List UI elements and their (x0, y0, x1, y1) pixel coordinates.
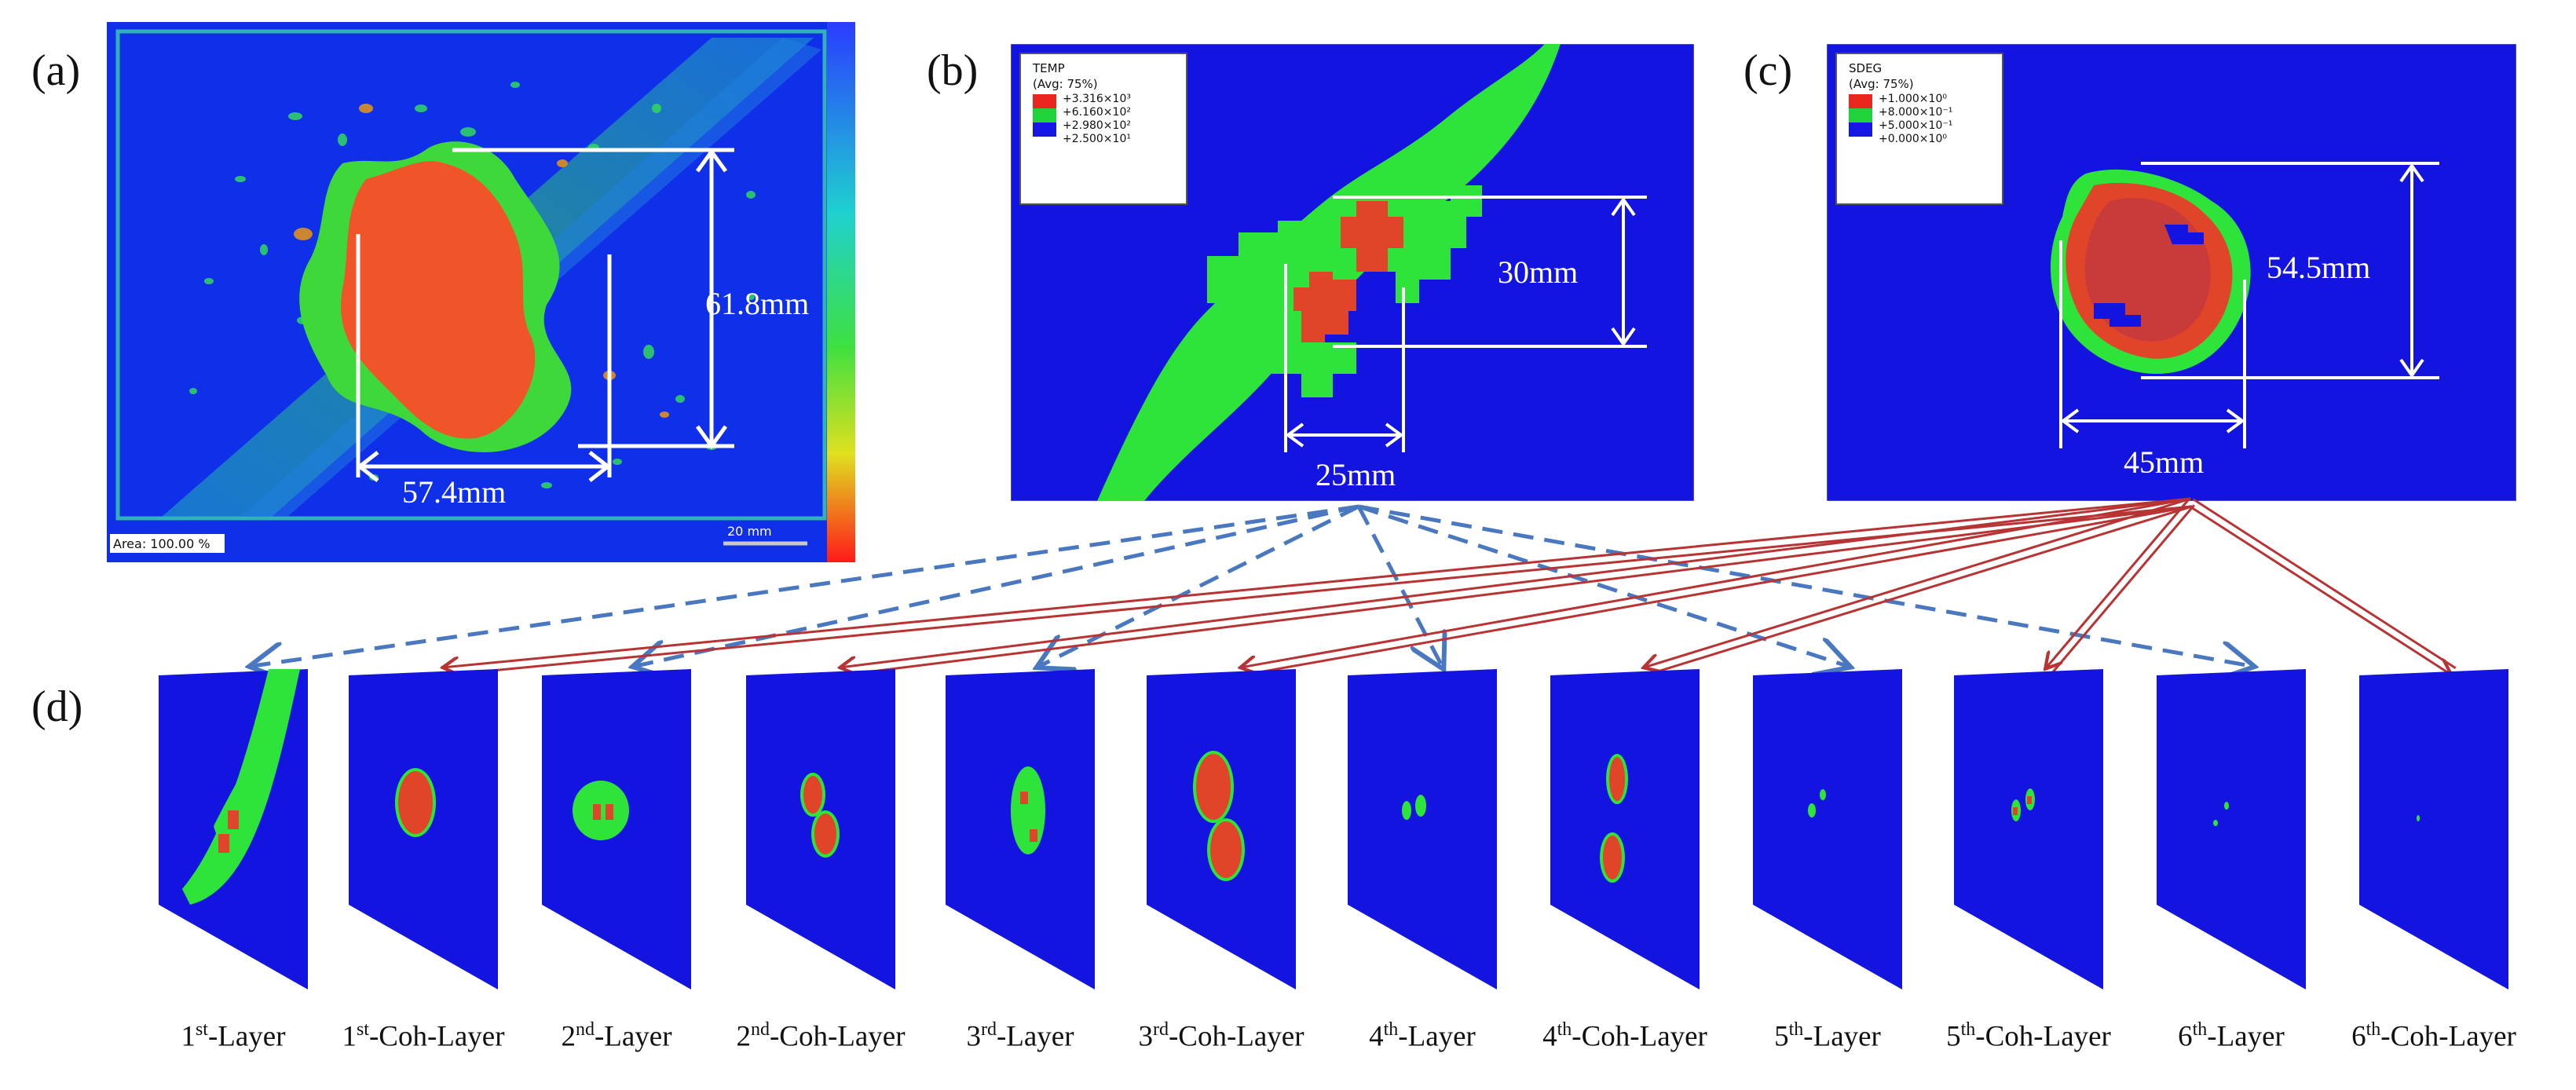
layer-panel (1550, 669, 1700, 989)
temp-arrow (253, 504, 1359, 666)
panel-c-legend-title: SDEG (1849, 61, 1882, 75)
layer-panel (542, 669, 691, 989)
layer-label: 1st-Coh-Layer (342, 1019, 505, 1053)
sdeg-arrow (2192, 498, 2457, 670)
layer-label: 2nd-Coh-Layer (736, 1019, 906, 1053)
panel-b-legend-swatch-1 (1033, 108, 1056, 123)
panel-c-legend-value-2: +5.000×10⁻¹ (1879, 119, 1952, 132)
layer-panel (746, 669, 895, 989)
panel-b-legend-value-1: +6.160×10² (1063, 106, 1131, 119)
panel-c-height-dim: 54.5mm (2267, 250, 2370, 285)
panel-label-a: (a) (31, 46, 81, 95)
panel-label-b: (b) (927, 46, 979, 95)
panel-a-height-dim: 61.8mm (705, 286, 809, 321)
sdeg-arrow (2045, 499, 2190, 669)
layer-label: 6th-Layer (2178, 1019, 2285, 1053)
panel-c-width-dim: 45mm (2124, 444, 2204, 480)
panel-a-colorbar (827, 22, 855, 562)
temp-arrow (1358, 504, 1847, 666)
temp-arrow (636, 504, 1359, 666)
layer-label: 4th-Coh-Layer (1542, 1019, 1707, 1053)
panel-b-legend-value-3: +2.500×10¹ (1063, 133, 1131, 145)
temp-arrow (1358, 504, 2251, 666)
sdeg-arrow (840, 497, 2191, 668)
layer-label: 6th-Coh-Layer (2351, 1019, 2516, 1053)
layer-label: 1st-Layer (181, 1019, 286, 1053)
sdeg-arrow (443, 497, 2191, 668)
panel-c-legend-value-1: +8.000×10⁻¹ (1879, 106, 1952, 119)
panel-b-legend-value-0: +3.316×10³ (1063, 93, 1131, 105)
panel-c-legend-swatch-2 (1849, 123, 1872, 137)
layer-panel (349, 669, 498, 989)
sdeg-arrow (1644, 497, 2190, 668)
layer-panel (2359, 669, 2508, 989)
panel-b-legend-swatch-2 (1033, 123, 1056, 137)
sdeg-arrow (840, 505, 2192, 677)
layer-label: 3rd-Coh-Layer (1138, 1019, 1304, 1053)
panel-c-legend-avg: (Avg: 75%) (1849, 77, 1914, 91)
panel-c-legend-swatch-1 (1849, 108, 1872, 123)
layer-panel (1954, 669, 2103, 989)
panel-a-scale-text: 20 mm (727, 524, 772, 539)
panel-c-legend-value-3: +0.000×10⁰ (1879, 133, 1947, 145)
layer-label: 5th-Coh-Layer (1946, 1019, 2111, 1053)
sdeg-arrow (1241, 505, 2193, 677)
layer-label: 4th-Layer (1369, 1019, 1476, 1053)
sdeg-arrow (1240, 497, 2191, 668)
layer-panel (2157, 669, 2306, 989)
panel-b-legend-swatch-0 (1033, 94, 1056, 108)
panel-b-legend-value-2: +2.980×10² (1063, 119, 1131, 132)
panel-a-width-dim: 57.4mm (402, 474, 506, 510)
sdeg-arrow (2050, 504, 2195, 675)
layer-panel (946, 669, 1095, 989)
sdeg-arrow (2188, 504, 2451, 675)
panel-label-d: (d) (31, 682, 83, 731)
panel-b-legend-title: TEMP (1032, 61, 1065, 75)
panel-b-temp-map: 30mm 25mm TEMP (Avg: 75%) +3.316×10³ +6.… (1011, 44, 1694, 501)
layer-panel (1147, 669, 1296, 989)
panel-c-legend-swatch-0 (1849, 94, 1872, 108)
layer-panel (1348, 669, 1497, 989)
layer-label: 2nd-Layer (561, 1019, 672, 1053)
panel-b-width-dim: 25mm (1315, 457, 1396, 492)
layer-label: 5th-Layer (1774, 1019, 1881, 1053)
panel-c-legend-value-0: +1.000×10⁰ (1879, 93, 1947, 105)
panel-a-area-text: Area: 100.00 % (113, 536, 210, 551)
sdeg-arrow (1645, 505, 2193, 677)
panel-c-sdeg-map: 54.5mm 45mm SDEG (Avg: 75%) +1.000×10⁰ +… (1827, 44, 2516, 501)
temp-arrow (1040, 504, 1360, 666)
panel-a-cscan: 61.8mm 57.4mm Area: 100.00 % 20 mm (107, 22, 855, 562)
panel-label-c: (c) (1744, 46, 1793, 95)
layer-label: 3rd-Layer (966, 1019, 1074, 1053)
layer-panel (159, 669, 308, 989)
layer-panel (1753, 669, 1902, 989)
panel-b-height-dim: 30mm (1498, 254, 1578, 290)
panel-b-legend-avg: (Avg: 75%) (1033, 77, 1098, 91)
